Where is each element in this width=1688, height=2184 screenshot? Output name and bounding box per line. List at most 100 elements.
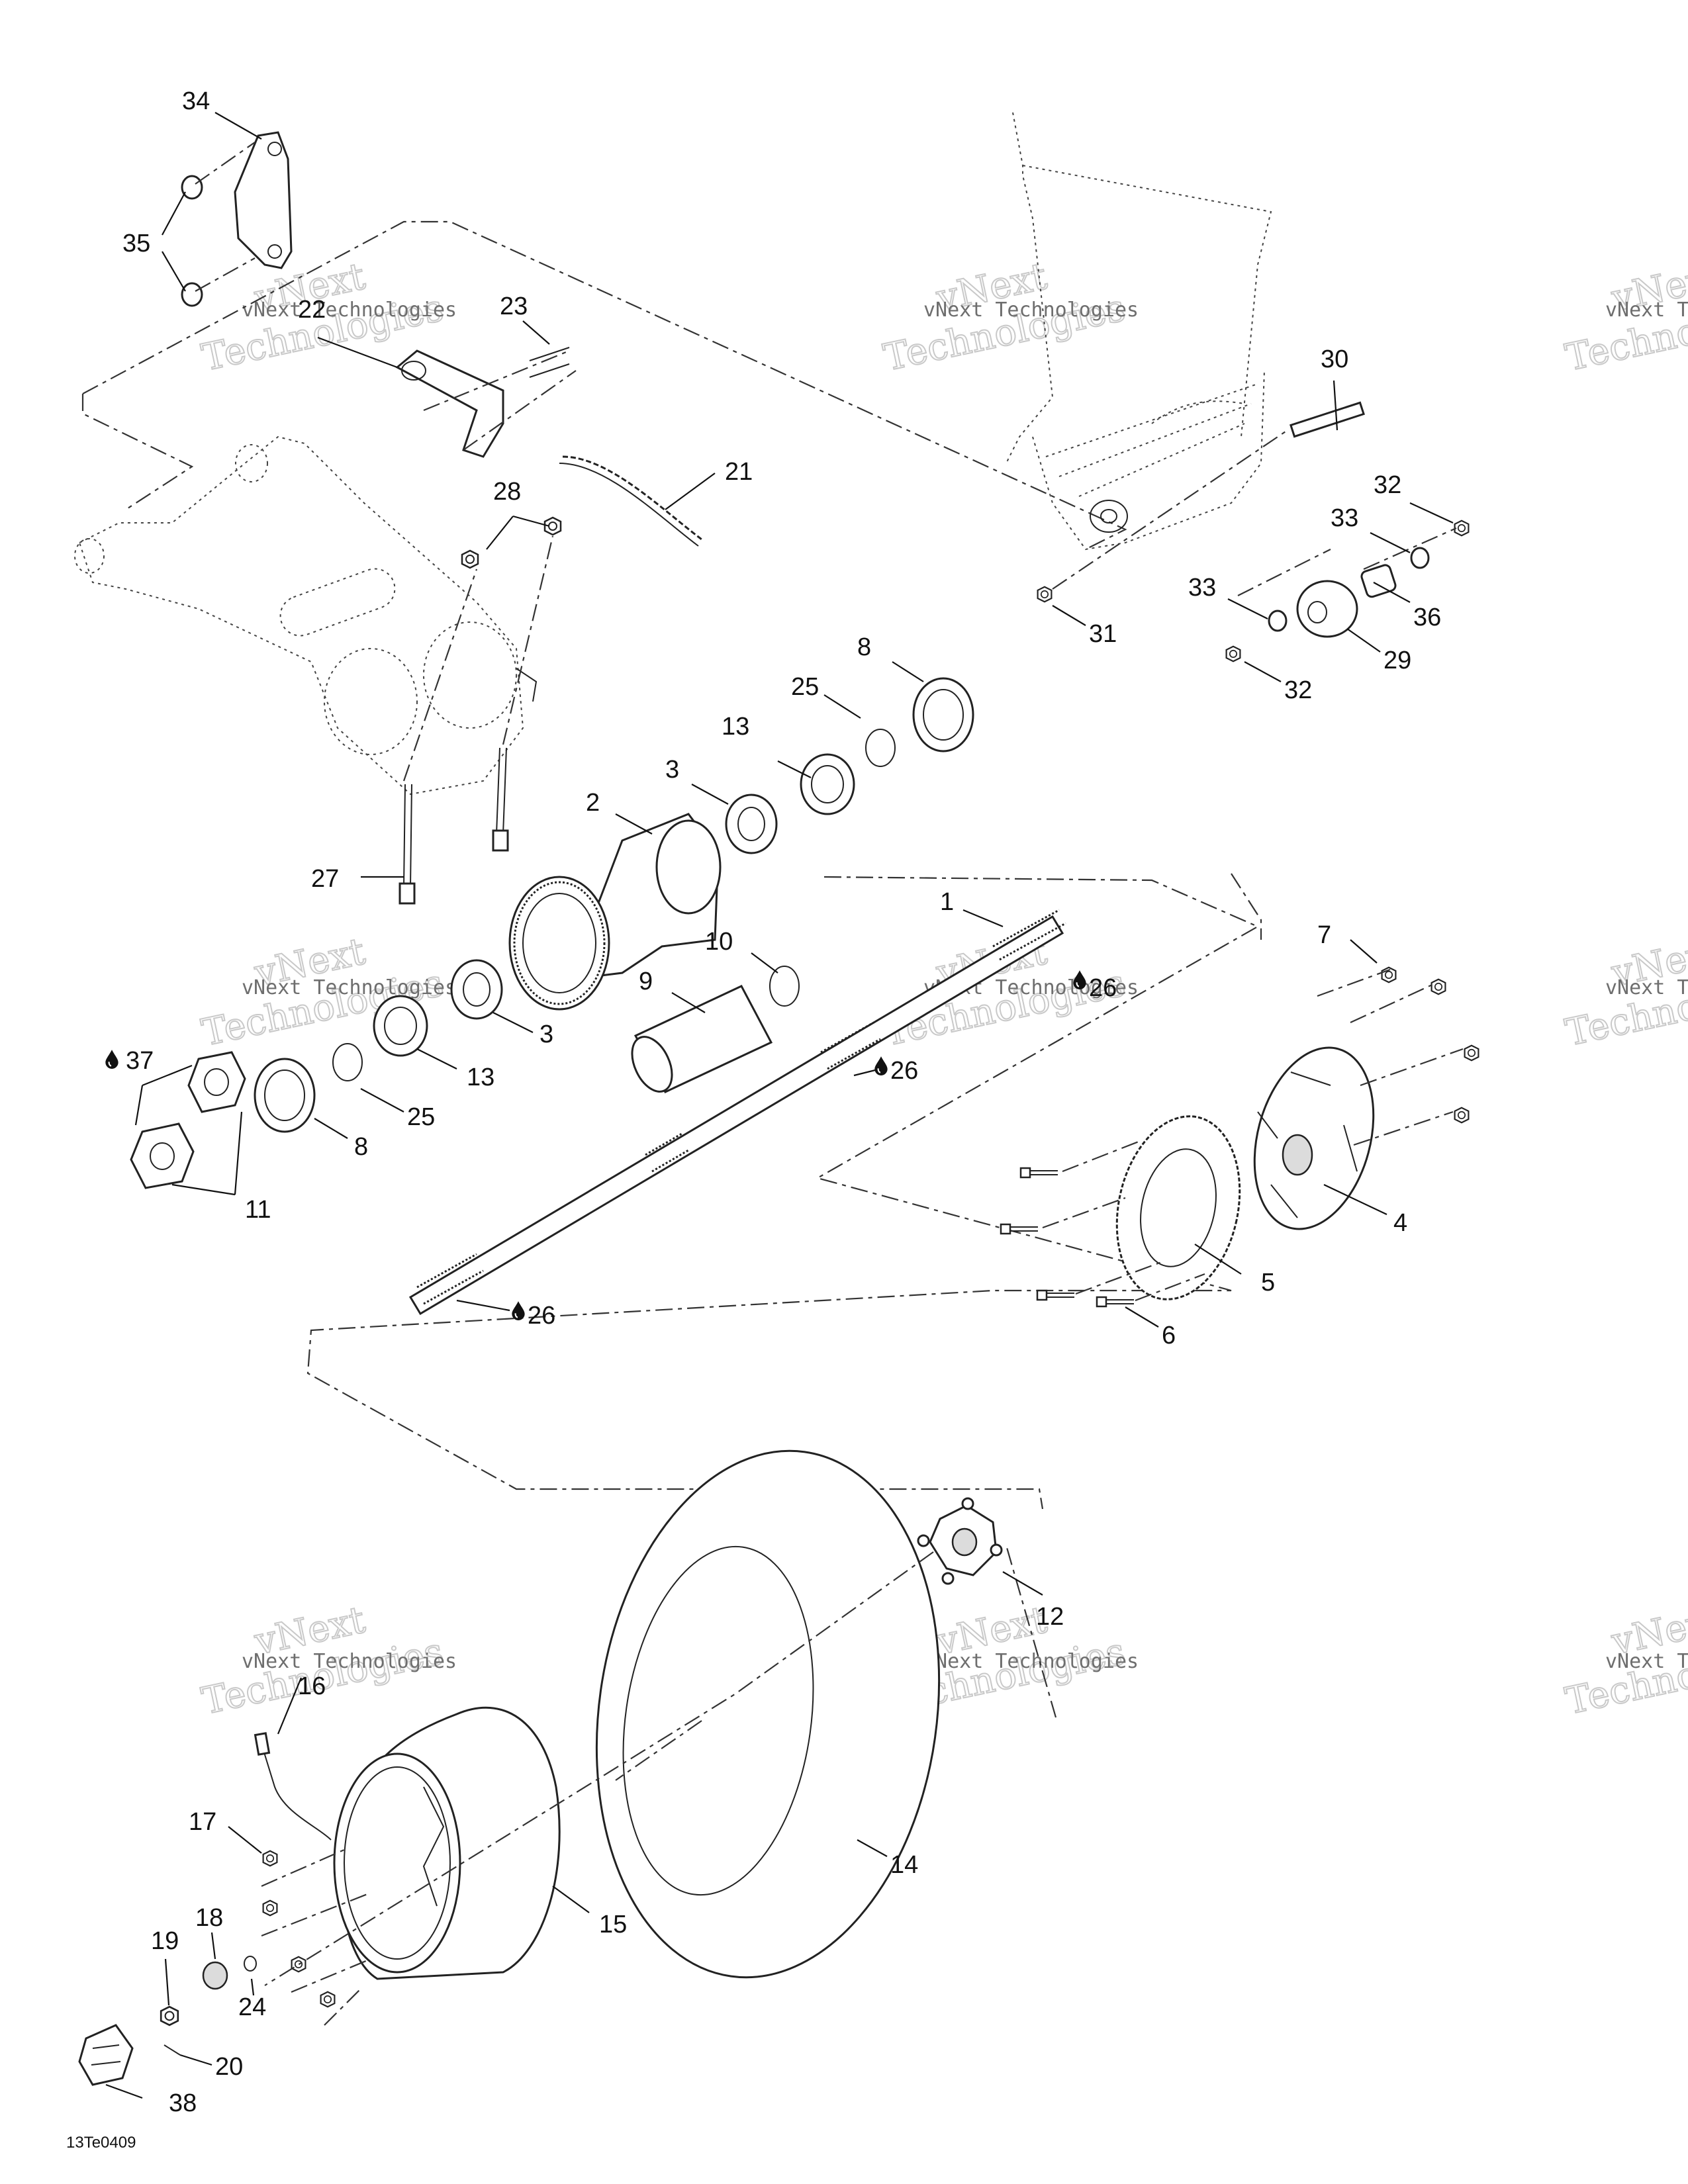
swing-arm-axle-housing-left <box>324 648 418 755</box>
nut-32-top <box>1454 520 1470 537</box>
bearing-3-upper <box>725 794 778 854</box>
leader-9 <box>671 992 706 1013</box>
washer-33-bottom <box>1268 610 1288 632</box>
roller-assembly <box>1037 401 1470 662</box>
chain-links <box>562 455 702 541</box>
frame-outline-top <box>1022 165 1272 437</box>
callout-36: 36 <box>1413 604 1441 631</box>
rear-axle <box>408 909 1066 1316</box>
hub-stud-c <box>990 1543 1003 1557</box>
tire-outer <box>595 1449 941 1979</box>
bearing-3-lower-inner <box>463 972 491 1007</box>
bolt-27b-shank <box>496 747 507 835</box>
drop-icon-26b <box>874 1056 888 1075</box>
watermark-9: vNext Technologies vNext Technologies <box>1561 1598 1688 1724</box>
chain-guide <box>395 349 504 458</box>
washer-18 <box>202 1961 228 1990</box>
washer-24 <box>244 1956 257 1972</box>
bearing-13-lower-inner <box>384 1007 417 1045</box>
callout-labels: 1 2 3 3 4 5 6 7 8 8 9 10 11 12 13 13 14 … <box>122 87 1441 2117</box>
roller-29 <box>1296 580 1358 638</box>
spacer-end <box>631 1036 673 1093</box>
nut-7d <box>1454 1107 1470 1124</box>
sprocket-hub-assembly <box>1000 966 1479 1308</box>
spacer-9 <box>631 966 800 1093</box>
hub-stud-d <box>941 1572 955 1585</box>
leader-22 <box>317 336 398 369</box>
callout-38: 38 <box>169 2089 197 2117</box>
watermark-7: vNext Technologies vNext Technologies <box>197 1598 457 1724</box>
callout-7: 7 <box>1317 921 1331 949</box>
callout-23: 23 <box>500 293 528 320</box>
seal-8-upper <box>912 677 974 752</box>
callout-33b: 33 <box>1188 574 1216 602</box>
drop-icon-37 <box>105 1049 119 1069</box>
callout-1: 1 <box>940 888 954 916</box>
callout-29: 29 <box>1383 647 1411 674</box>
housing-teeth <box>513 881 606 1005</box>
chain-guide-hole <box>401 361 426 381</box>
cap-38 <box>78 2024 134 2086</box>
drop-icon-26c <box>511 1300 526 1320</box>
swing-arm-body <box>78 435 524 796</box>
lug-nut-17c <box>291 1956 306 1973</box>
leader-3a <box>691 784 729 805</box>
leader-13b <box>416 1048 457 1069</box>
chain-guide-lines <box>423 349 577 451</box>
hub-nut-lines <box>1317 968 1464 1146</box>
callout-9: 9 <box>639 968 653 995</box>
leader-24 <box>250 1978 255 1996</box>
drive-chain <box>559 455 702 547</box>
watermark-3: vNext Technologies vNext Technologies <box>1561 254 1688 381</box>
callout-25b: 25 <box>407 1103 435 1131</box>
leader-15 <box>552 1886 590 1913</box>
leader-29 <box>1346 628 1381 653</box>
leader-26c <box>456 1299 510 1312</box>
callout-30: 30 <box>1321 345 1348 373</box>
screws-23 <box>529 347 570 378</box>
watermark-small: vNext Technologies <box>923 1650 1139 1673</box>
hub-4-flange <box>1253 1046 1375 1230</box>
frame-pivot-hole <box>1100 509 1117 523</box>
leader-34 <box>214 112 262 140</box>
axle-bearing-stack-lower <box>130 959 503 1189</box>
callout-25a: 25 <box>791 673 819 701</box>
bolt-27b-head <box>492 829 509 852</box>
rim-valve-hole <box>422 1786 445 1907</box>
assembly-center-lines <box>195 142 1464 2026</box>
bearing-13-upper <box>800 753 855 815</box>
bolt-6d <box>1096 1296 1135 1308</box>
cap-38-ribs <box>91 2044 121 2066</box>
swing-arm-pivot-left <box>74 538 105 574</box>
callout-26a: 26 <box>1089 974 1117 1002</box>
ring-10 <box>769 966 800 1007</box>
diagram-reference-code: 13Te0409 <box>66 2134 136 2152</box>
nut-31 <box>1037 586 1053 603</box>
watermark-small: vNext Technologies <box>1605 976 1688 999</box>
bushing-35-bottom <box>181 282 203 307</box>
sprocket-bolt-lines <box>1042 1140 1205 1302</box>
callout-10: 10 <box>705 928 733 956</box>
bracket-hole-top <box>267 142 282 156</box>
bracket-bushing-lines <box>195 142 256 292</box>
screw-23a <box>529 347 570 361</box>
callout-34: 34 <box>182 87 210 115</box>
rim-15 <box>333 1706 561 1980</box>
callout-16: 16 <box>298 1672 326 1700</box>
callout-21: 21 <box>725 458 753 486</box>
callout-27: 27 <box>311 865 339 893</box>
bolt-6c <box>1036 1289 1076 1301</box>
callout-28: 28 <box>493 478 521 506</box>
leader-17 <box>228 1826 262 1854</box>
leader-14 <box>857 1839 888 1857</box>
roller-axis-line <box>1237 527 1457 596</box>
callout-17: 17 <box>189 1808 216 1836</box>
frame-pivot-boss <box>1090 500 1128 533</box>
frame-outline-bottom <box>1032 370 1265 551</box>
leader-2 <box>615 813 653 835</box>
pivot-bolt-line <box>1052 430 1288 590</box>
caliper-bracket <box>181 131 293 307</box>
watermark-small: vNext Technologies <box>242 298 457 322</box>
tire-14 <box>595 1449 941 1979</box>
leader-7 <box>1350 939 1378 964</box>
